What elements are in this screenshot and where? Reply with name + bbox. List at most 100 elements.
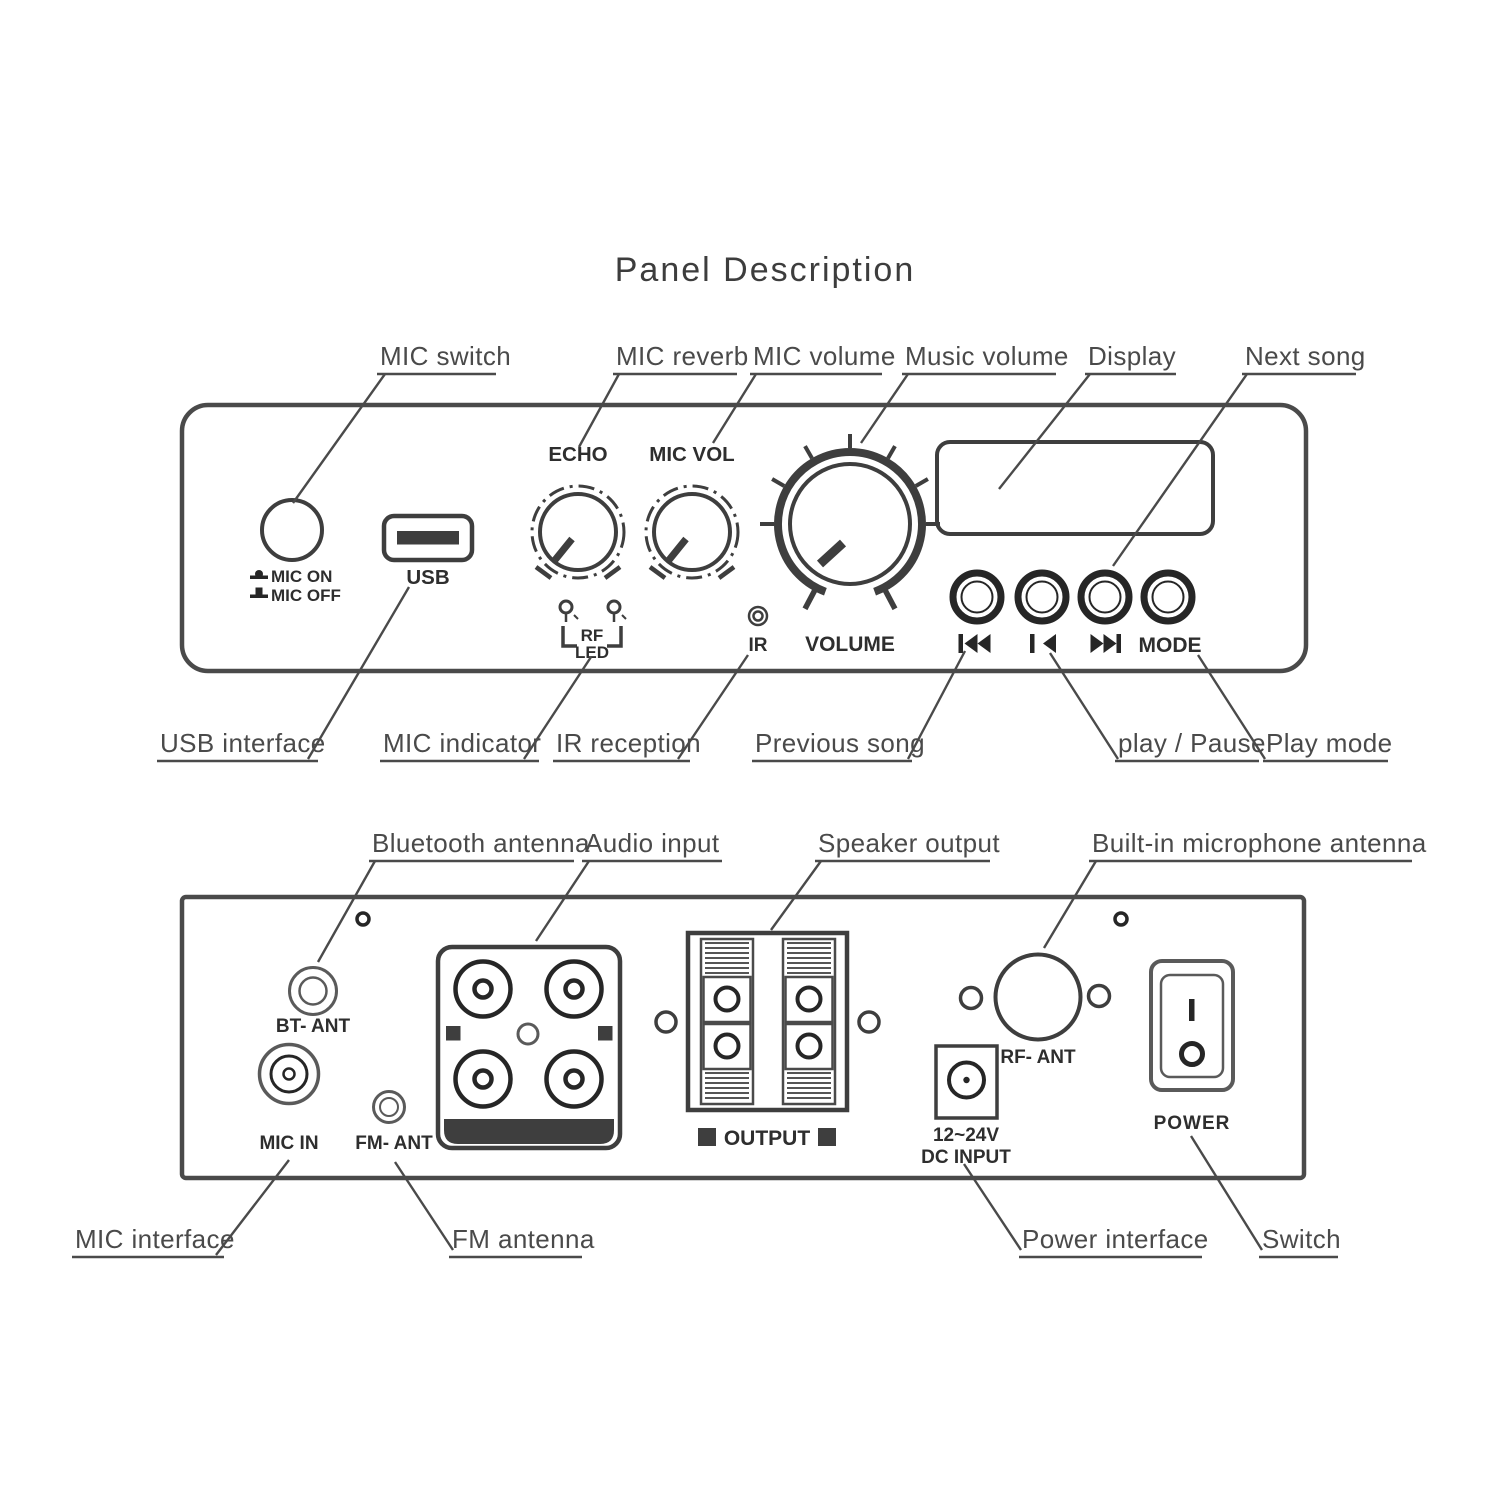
dc-input-label: DC INPUT	[921, 1147, 1011, 1168]
front-top-callouts: MIC switch MIC reverb MIC volume Music v…	[292, 341, 1366, 567]
mic-in-connector	[257, 1042, 321, 1106]
callout-mic-switch: MIC switch	[292, 341, 511, 504]
front-panel: MIC ON MIC OFF USB ECHO MIC VOL	[179, 402, 1309, 674]
callout-label: MIC indicator	[383, 728, 541, 758]
ir-label: IR	[749, 635, 768, 656]
mounting-hole-right	[857, 1010, 881, 1034]
page-title: Panel Description	[615, 251, 915, 289]
rf-label: RF	[581, 626, 604, 645]
next-icon	[1090, 634, 1121, 653]
callout-audio-input: Audio input	[534, 828, 722, 942]
echo-label: ECHO	[548, 443, 607, 466]
callout-label: MIC reverb	[616, 341, 749, 371]
callout-builtin-mic-antenna: Built-in microphone antenna	[1042, 828, 1426, 949]
rca-jack	[453, 1049, 513, 1109]
fm-ant-label: FM- ANT	[355, 1133, 433, 1154]
callout-display: Display	[998, 341, 1176, 490]
callout-label: USB interface	[160, 728, 326, 758]
callout-label: Music volume	[905, 341, 1069, 371]
bt-ant-label: BT- ANT	[276, 1016, 351, 1037]
power-label: POWER	[1154, 1113, 1231, 1134]
terminal-column	[781, 937, 837, 1106]
mount-square-right	[598, 1026, 613, 1041]
mic-off-icon	[250, 587, 268, 598]
callout-label: Previous song	[755, 728, 925, 758]
callout-previous-song: Previous song	[752, 650, 967, 763]
callout-label: MIC interface	[75, 1224, 235, 1254]
callout-mic-indicator: MIC indicator	[380, 656, 593, 763]
rca-jack	[453, 959, 513, 1019]
play-pause-button	[1014, 569, 1070, 625]
output-square-right	[818, 1128, 836, 1146]
dc-voltage-label: 12~24V	[933, 1125, 999, 1146]
rear-top-callouts: Bluetooth antenna Audio input Speaker ou…	[316, 828, 1426, 963]
fm-ant-connector	[372, 1090, 406, 1124]
next-button	[1077, 569, 1133, 625]
dc-input-jack	[934, 1044, 999, 1120]
callout-mic-volume: MIC volume	[711, 341, 896, 444]
mic-on-icon	[250, 570, 268, 579]
usb-label: USB	[406, 566, 449, 589]
echo-knob	[530, 484, 626, 580]
mount-square-left	[446, 1026, 461, 1041]
volume-label: VOLUME	[805, 633, 895, 656]
output-label: OUTPUT	[724, 1127, 811, 1150]
leader-line	[1042, 860, 1098, 949]
rf-ant-label: RF- ANT	[1000, 1047, 1076, 1068]
mic-vol-label: MIC VOL	[649, 443, 734, 466]
rear-panel-outline	[179, 894, 1307, 1181]
leader-line	[998, 373, 1091, 490]
usb-port	[381, 513, 475, 563]
power-switch	[1149, 959, 1235, 1092]
callout-fm-antenna: FM antenna	[393, 1161, 594, 1259]
leader-line	[770, 860, 822, 931]
previous-icon	[958, 634, 991, 653]
callout-play-pause: play / Pause	[1048, 652, 1265, 763]
leader-line	[215, 1159, 290, 1256]
rca-jack	[544, 1049, 604, 1109]
volume-knob	[760, 434, 940, 611]
callout-label: IR reception	[556, 728, 701, 758]
mic-switch-button	[260, 498, 324, 562]
callout-mic-reverb: MIC reverb	[577, 341, 749, 448]
callout-usb-interface: USB interface	[157, 586, 411, 763]
callout-label: Next song	[1245, 341, 1366, 371]
mic-vol-knob	[644, 484, 740, 580]
callout-label: Display	[1088, 341, 1176, 371]
volume-ticks	[760, 434, 940, 526]
callout-label: Switch	[1262, 1224, 1341, 1254]
screw-hole-left	[355, 911, 371, 927]
callout-label: Audio input	[585, 828, 720, 858]
front-bottom-callouts: USB interface MIC indicator IR reception…	[157, 586, 1392, 763]
mic-in-label: MIC IN	[259, 1133, 318, 1154]
rear-bottom-callouts: MIC interface FM antenna Power interface…	[72, 1135, 1341, 1259]
callout-label: Power interface	[1022, 1224, 1209, 1254]
leader-line	[1112, 373, 1248, 567]
leader-line	[534, 860, 591, 942]
power-on-mark	[1189, 999, 1195, 1021]
rear-panel: BT- ANT MIC IN FM- ANT	[179, 894, 1307, 1181]
leader-line	[711, 373, 758, 444]
callout-bluetooth-antenna: Bluetooth antenna	[316, 828, 590, 963]
leader-line	[860, 373, 909, 444]
leader-line	[1048, 652, 1120, 760]
previous-button	[949, 569, 1005, 625]
rca-jack	[544, 959, 604, 1019]
leader-line	[962, 1163, 1023, 1251]
mounting-hole-left	[654, 1010, 678, 1034]
power-off-mark	[1179, 1041, 1205, 1067]
callout-speaker-output: Speaker output	[770, 828, 1000, 931]
callout-next-song: Next song	[1112, 341, 1366, 567]
speaker-output-terminal	[685, 930, 850, 1113]
callout-label: Bluetooth antenna	[372, 828, 590, 858]
front-panel-outline	[179, 402, 1309, 674]
leader-line	[316, 860, 377, 963]
callout-label: MIC volume	[753, 341, 896, 371]
play-pause-icon	[1030, 634, 1056, 653]
callout-power-interface: Power interface	[962, 1163, 1209, 1259]
leader-line	[393, 1161, 455, 1251]
leader-line	[1189, 1135, 1264, 1251]
mic-off-label: MIC OFF	[271, 586, 341, 605]
callout-label: Play mode	[1266, 728, 1392, 758]
